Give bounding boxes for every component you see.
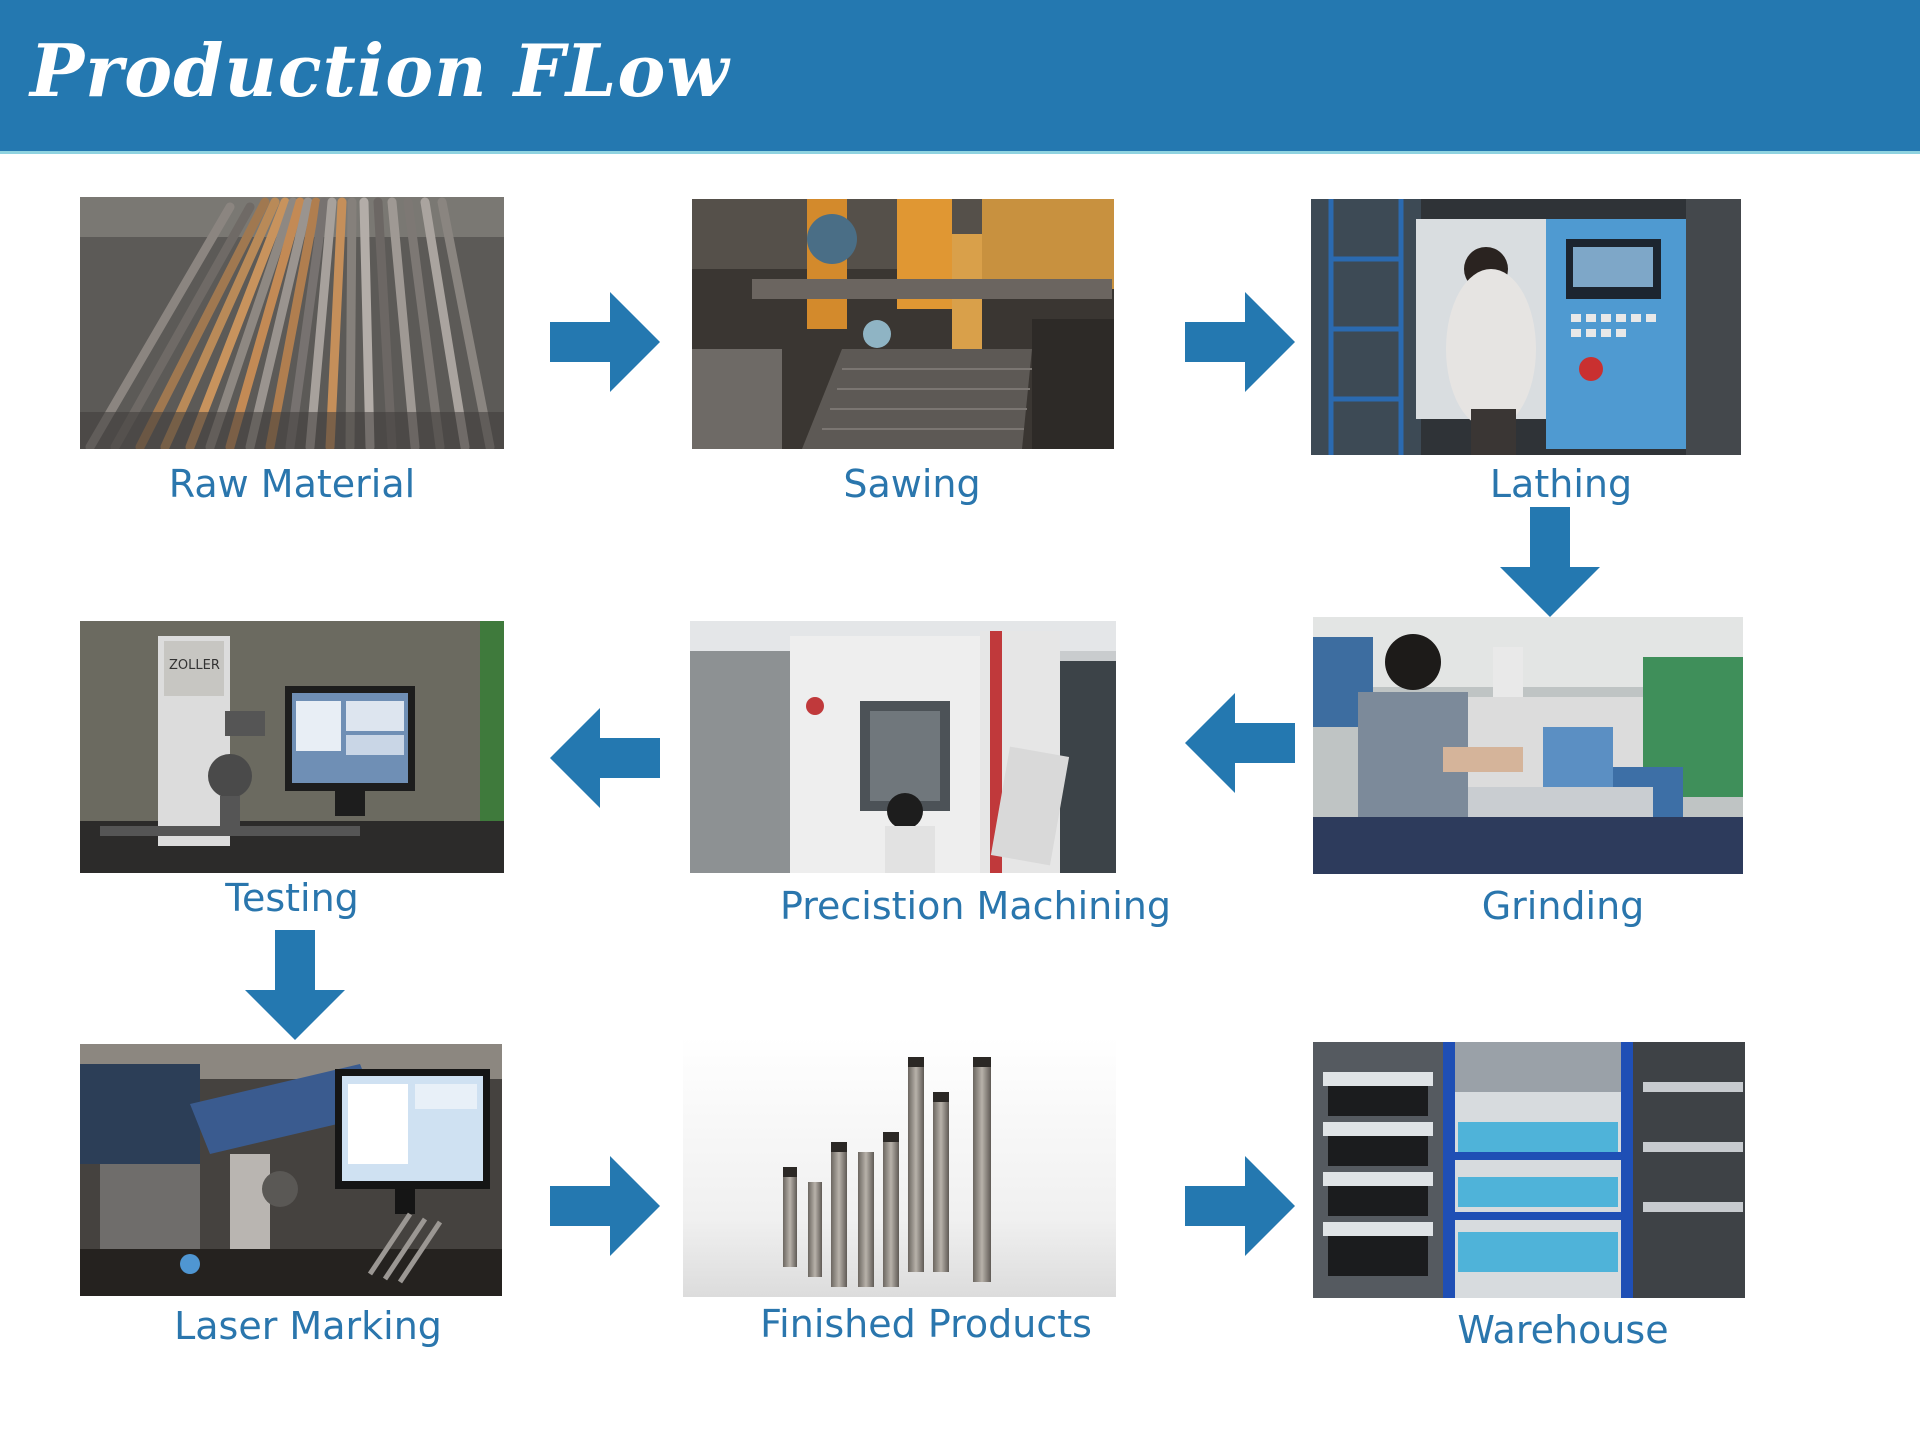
testing-photo: ZOLLER xyxy=(80,621,504,873)
step-label-raw-material: Raw Material xyxy=(168,462,416,506)
arrow-right-icon xyxy=(550,292,660,392)
svg-text:ZOLLER: ZOLLER xyxy=(169,658,220,673)
arrow-right-icon xyxy=(1185,1156,1295,1256)
lathing-photo xyxy=(1311,199,1741,455)
step-label-grinding: Grinding xyxy=(1481,884,1645,928)
step-label-finished-products: Finished Products xyxy=(760,1302,1092,1346)
step-label-lathing: Lathing xyxy=(1489,462,1633,506)
grinding-photo xyxy=(1313,617,1743,874)
arrow-right-icon xyxy=(1185,292,1295,392)
precision-machining-photo xyxy=(690,621,1116,873)
warehouse-photo xyxy=(1313,1042,1745,1298)
step-label-testing: Testing xyxy=(225,876,359,920)
arrow-left-icon xyxy=(550,708,660,808)
raw-material-photo xyxy=(80,197,504,449)
sawing-photo xyxy=(692,199,1114,449)
arrow-down-icon xyxy=(245,930,345,1040)
header-banner: Production FLow xyxy=(0,0,1920,154)
arrow-down-icon xyxy=(1500,507,1600,617)
step-label-warehouse: Warehouse xyxy=(1457,1308,1669,1352)
arrow-right-icon xyxy=(550,1156,660,1256)
step-label-precision-machining: Precistion Machining xyxy=(780,884,1171,928)
page-title: Production FLow xyxy=(30,28,730,113)
finished-products-photo xyxy=(683,1037,1116,1297)
laser-marking-photo xyxy=(80,1044,502,1296)
arrow-left-icon xyxy=(1185,693,1295,793)
step-label-sawing: Sawing xyxy=(843,462,981,506)
step-label-laser-marking: Laser Marking xyxy=(174,1304,442,1348)
